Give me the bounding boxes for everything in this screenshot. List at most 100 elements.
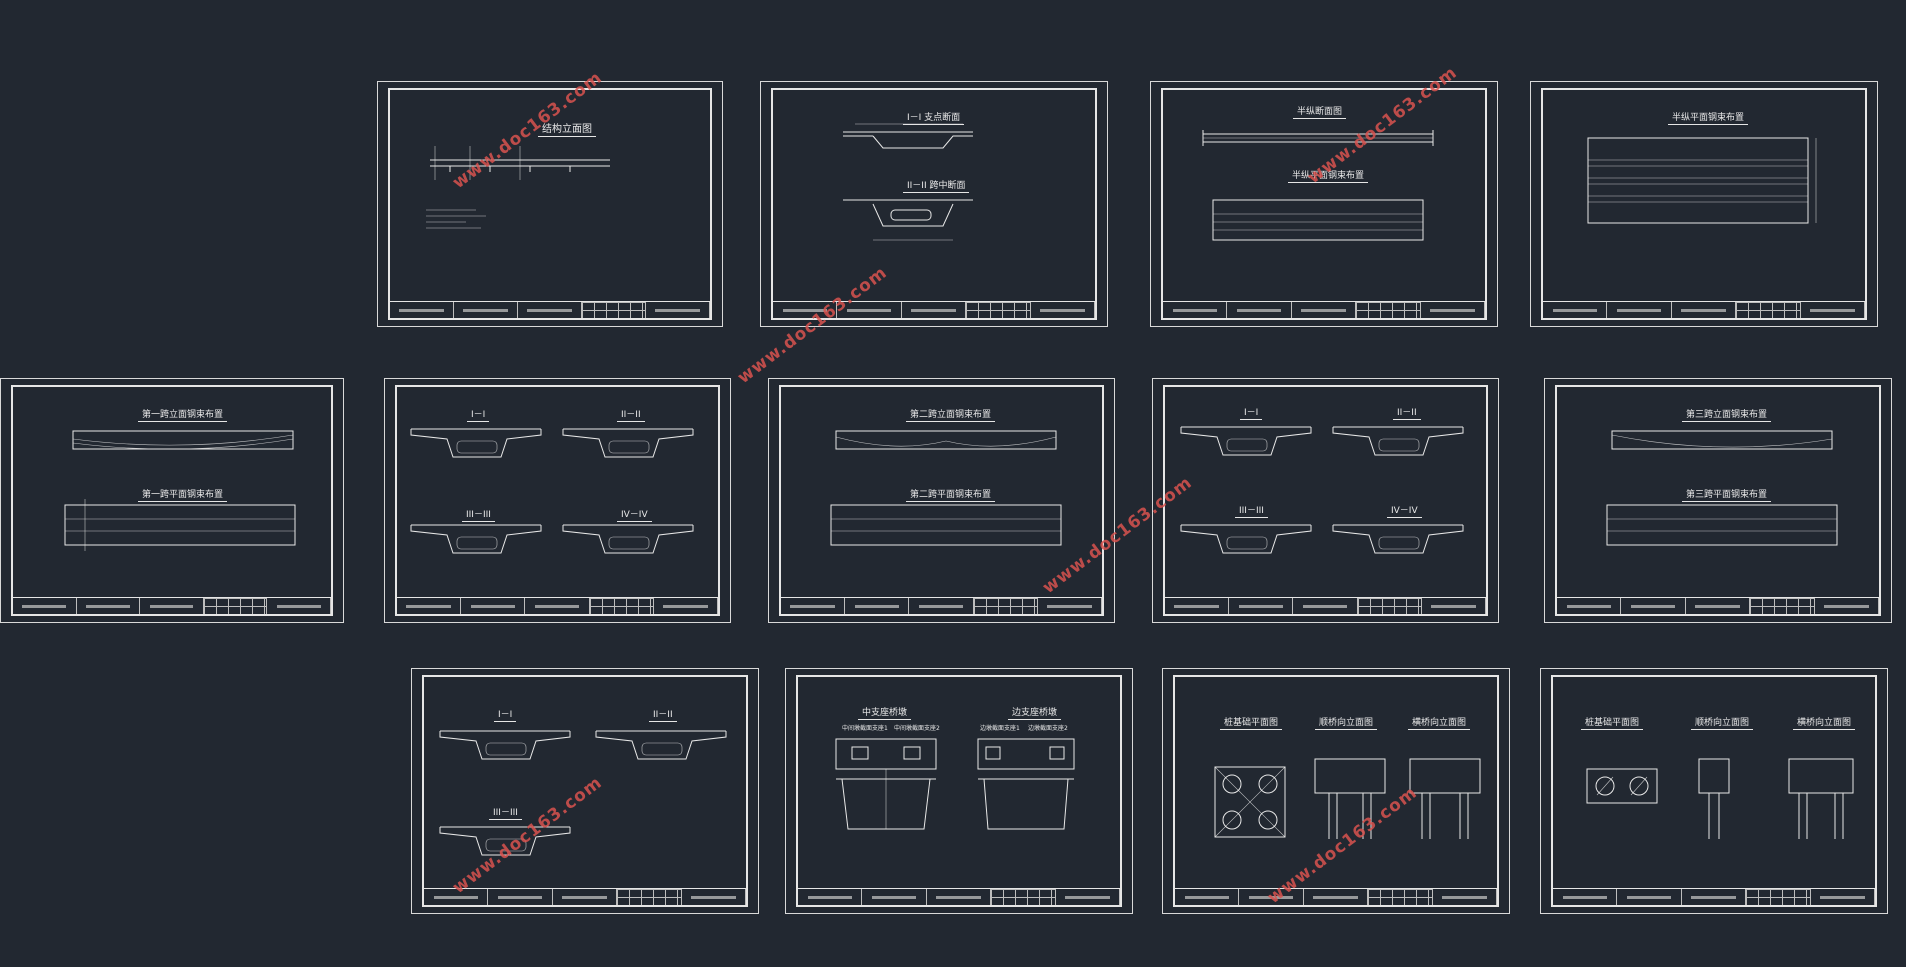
drawing-sheet-6[interactable]: I－I II－II III－III IV－IV <box>384 378 731 623</box>
view-title-3: 横桥向立面图 <box>1408 715 1471 730</box>
view-title-1: 桩基础平面图 <box>1220 715 1283 730</box>
longitudinal-pier-elevation <box>1698 758 1730 839</box>
sheet-frame: 桩基础平面图 顺桥向立面图 横桥向立面图 <box>1551 675 1877 907</box>
drawing-sheet-1[interactable]: 结构立面图 <box>377 81 723 327</box>
box-section-4 <box>562 524 694 554</box>
drawing-sheet-12[interactable]: 桩基础平面图 顺桥向立面图 横桥向立面图 <box>1162 668 1510 914</box>
midspan-section-drawing <box>843 199 973 241</box>
longitudinal-section-drawing <box>1202 130 1434 146</box>
title-block <box>781 597 1103 614</box>
span-plan-drawing <box>64 499 296 551</box>
pier-title-1: 中支座桥墩 <box>858 705 912 720</box>
section-title-a: I－I 支点断面 <box>903 110 965 125</box>
drawing-sheet-5[interactable]: 第一跨立面钢束布置 第一跨平面钢束布置 <box>0 378 344 623</box>
section-label-2: II－II <box>649 707 677 722</box>
notes-block <box>426 209 486 229</box>
tendon-plan-drawing <box>1587 137 1817 224</box>
section-title-b: 第三跨平面钢束布置 <box>1682 487 1772 502</box>
section-title-a: 半纵平面钢束布置 <box>1668 110 1749 125</box>
section-title-a: 第三跨立面钢束布置 <box>1682 407 1772 422</box>
sheet-frame: 结构立面图 <box>388 88 712 320</box>
sheet-frame: 桩基础平面图 顺桥向立面图 横桥向立面图 <box>1173 675 1499 907</box>
pier-sub-2: 中间墩截面支座2 <box>894 725 940 732</box>
sheet-title: 结构立面图 <box>538 120 596 137</box>
sheet-frame: 第一跨立面钢束布置 第一跨平面钢束布置 <box>11 385 333 616</box>
pier-sub-3: 边墩截面支座1 <box>980 725 1020 732</box>
section-label-3: III－III <box>1235 503 1268 518</box>
section-title-a: 第二跨立面钢束布置 <box>906 407 996 422</box>
title-block <box>13 597 331 614</box>
drawing-sheet-2[interactable]: I－I 支点断面 II－II 跨中断面 <box>760 81 1108 327</box>
title-block <box>424 888 747 905</box>
pier-sub-1: 中间墩截面支座1 <box>842 725 888 732</box>
title-block <box>1165 597 1487 614</box>
title-block <box>1543 301 1866 318</box>
section-label-4: IV－IV <box>617 507 652 522</box>
box-section-3 <box>1180 524 1312 554</box>
pile-foundation-plan <box>1586 768 1658 804</box>
section-title-a: 半纵断面图 <box>1293 104 1347 119</box>
view-title-2: 顺桥向立面图 <box>1315 715 1378 730</box>
title-block <box>798 888 1121 905</box>
box-section-2 <box>595 730 727 760</box>
drawing-sheet-13[interactable]: 桩基础平面图 顺桥向立面图 横桥向立面图 <box>1540 668 1888 914</box>
section-label-2: II－II <box>617 407 645 422</box>
span-plan-drawing <box>830 504 1062 546</box>
pile-foundation-plan <box>1214 766 1286 838</box>
section-label-1: I－I <box>1240 405 1263 420</box>
section-label-3: III－III <box>489 805 522 820</box>
longitudinal-pier-elevation <box>1314 758 1386 839</box>
middle-pier-drawing <box>835 738 937 830</box>
sheet-frame: 半纵断面图 半纵平面钢束布置 <box>1161 88 1487 320</box>
section-title-b: 第二跨平面钢束布置 <box>906 487 996 502</box>
sheet-frame: I－I 支点断面 II－II 跨中断面 <box>771 88 1097 320</box>
support-section-drawing <box>843 123 973 149</box>
view-title-1: 桩基础平面图 <box>1581 715 1644 730</box>
section-title-b: 第一跨平面钢束布置 <box>138 487 228 502</box>
section-label-4: IV－IV <box>1387 503 1422 518</box>
sheet-frame: 第二跨立面钢束布置 第二跨平面钢束布置 <box>779 385 1104 616</box>
title-block <box>1175 888 1498 905</box>
box-section-2 <box>562 428 694 458</box>
drawing-sheet-3[interactable]: 半纵断面图 半纵平面钢束布置 <box>1150 81 1498 327</box>
title-block <box>773 301 1096 318</box>
transverse-pier-elevation <box>1409 758 1481 839</box>
box-section-2 <box>1332 426 1464 456</box>
drawing-sheet-9[interactable]: 第三跨立面钢束布置 第三跨平面钢束布置 <box>1544 378 1892 623</box>
section-title-a: 第一跨立面钢束布置 <box>138 407 228 422</box>
drawing-sheet-8[interactable]: I－I II－II III－III IV－IV <box>1152 378 1499 623</box>
box-section-1 <box>410 428 542 458</box>
sheet-frame: I－I II－II III－III <box>422 675 748 907</box>
box-section-1 <box>439 730 571 760</box>
sheet-frame: 中支座桥墩 边支座桥墩 中间墩截面支座1 中间墩截面支座2 边墩截面支座1 边墩… <box>796 675 1122 907</box>
title-block <box>1163 301 1486 318</box>
drawing-sheet-10[interactable]: I－I II－II III－III <box>411 668 759 914</box>
section-label-1: I－I <box>467 407 490 422</box>
section-label-3: III－III <box>462 507 495 522</box>
drawing-sheet-11[interactable]: 中支座桥墩 边支座桥墩 中间墩截面支座1 中间墩截面支座2 边墩截面支座1 边墩… <box>785 668 1133 914</box>
title-block <box>1553 888 1876 905</box>
sheet-frame: I－I II－II III－III IV－IV <box>395 385 720 616</box>
box-section-1 <box>1180 426 1312 456</box>
span-elevation-drawing <box>835 430 1057 450</box>
edge-pier-drawing <box>977 738 1075 830</box>
section-title-b: 半纵平面钢束布置 <box>1288 168 1369 183</box>
title-block <box>397 597 719 614</box>
box-section-4 <box>1332 524 1464 554</box>
pier-title-2: 边支座桥墩 <box>1008 705 1062 720</box>
drawing-sheet-4[interactable]: 半纵平面钢束布置 <box>1530 81 1878 327</box>
span-plan-drawing <box>1606 504 1838 546</box>
box-section-3 <box>439 826 571 856</box>
section-label-2: II－II <box>1393 405 1421 420</box>
transverse-pier-elevation <box>1788 758 1854 839</box>
title-block <box>1557 597 1880 614</box>
drawing-sheet-7[interactable]: 第二跨立面钢束布置 第二跨平面钢束布置 <box>768 378 1115 623</box>
box-section-3 <box>410 524 542 554</box>
sheet-frame: 半纵平面钢束布置 <box>1541 88 1867 320</box>
span-elevation-drawing <box>72 430 294 450</box>
span-elevation-drawing <box>1611 430 1833 450</box>
sheet-frame: 第三跨立面钢束布置 第三跨平面钢束布置 <box>1555 385 1881 616</box>
section-label-1: I－I <box>494 707 517 722</box>
sheet-frame: I－I II－II III－III IV－IV <box>1163 385 1488 616</box>
section-title-b: II－II 跨中断面 <box>903 178 970 193</box>
